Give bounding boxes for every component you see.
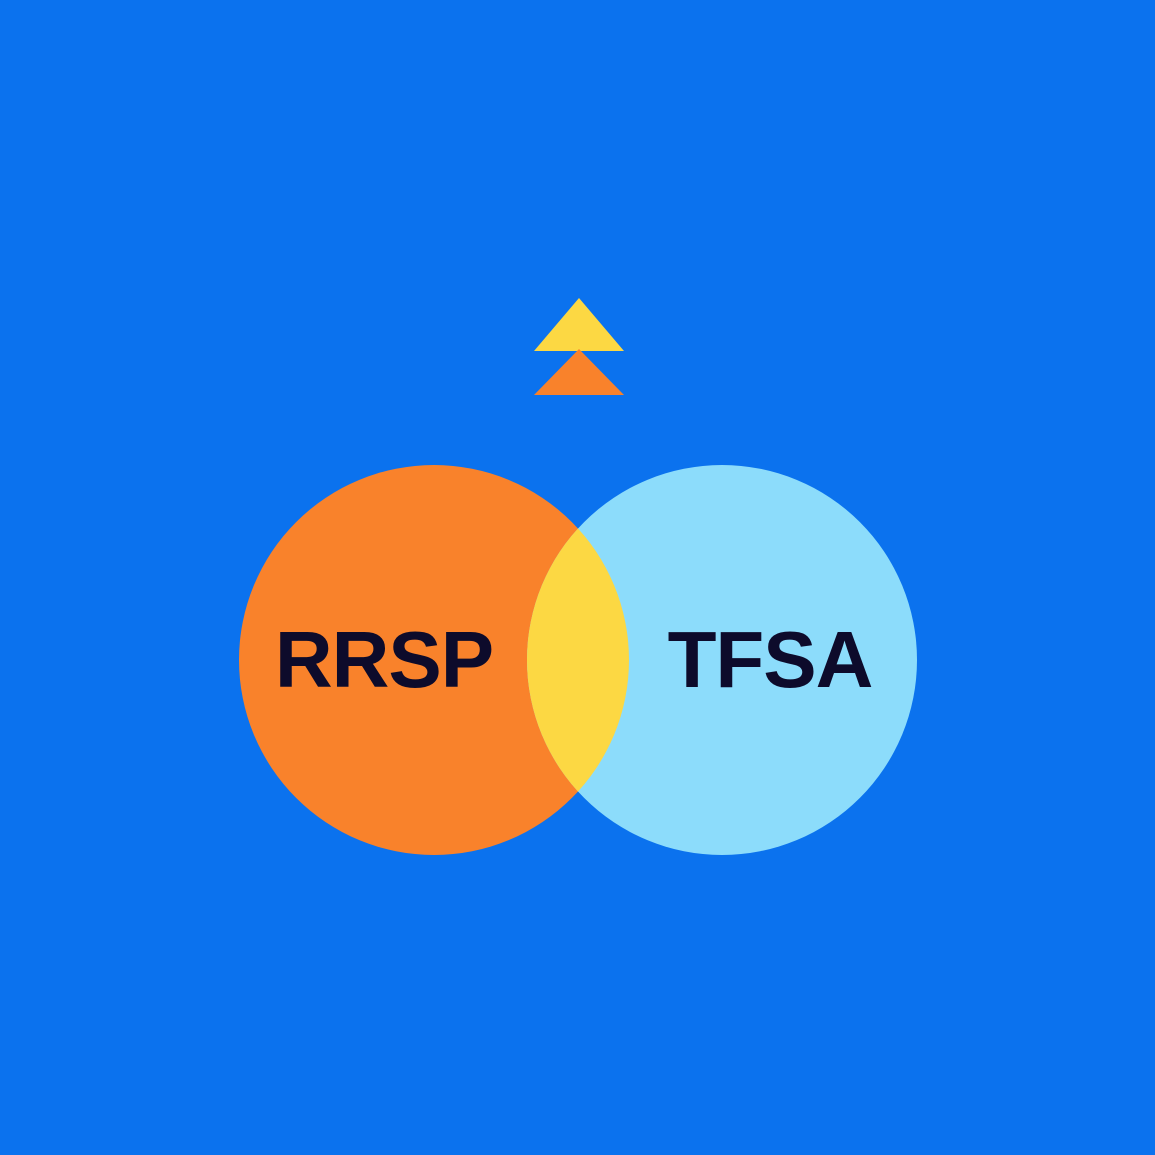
stacked-chevron-logo: [534, 298, 624, 396]
triangle-up-orange-icon: [534, 349, 624, 395]
venn-label-tfsa: TFSA: [667, 615, 874, 704]
venn-label-rrsp: RRSP: [274, 615, 494, 704]
triangle-up-yellow-icon: [534, 298, 624, 351]
